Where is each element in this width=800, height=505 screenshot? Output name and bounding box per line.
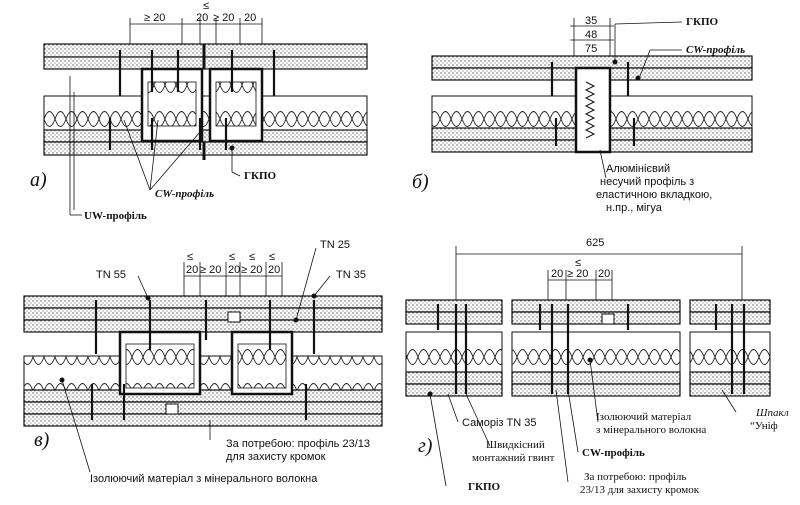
label-v-edge-0: За потребою: профіль 23/13 [226,438,370,450]
label-b-alu-0: Алюмінієвий [606,163,670,175]
label-g-edge-0: За потребою: профіль [584,471,686,483]
label-g-insul-0: Ізолюючий матеріал [596,411,692,423]
label-v-insul: Ізолюючий матеріал з мінерального волокн… [90,473,318,485]
panel-b-letter: б) [412,171,429,193]
dim-v-ge20-b: ≥ 20 [241,264,262,276]
label-g-gkpo: ГКПО [468,481,501,493]
label-g-shpak-1: “Уніф [750,420,778,432]
dim-a-1: ≤ [203,0,209,12]
panel-g: 625 ≤ 20 ≥ 20 20 Саморіз TN 35 Швидкісни… [405,237,789,496]
dim-v-20-c: 20 [268,264,280,276]
dim-g-le: ≤ [575,257,581,269]
panel-v-letter: в) [34,429,50,451]
dim-v-le-2: ≤ [249,251,255,263]
dim-v-20-b: 20 [228,264,240,276]
label-g-cw: CW-профіль [582,447,645,459]
dim-b-48: 48 [585,29,597,41]
label-g-screw: Саморіз TN 35 [462,417,536,429]
label-g-insul-1: з мінерального волокна [596,424,706,436]
panel-a: ≥ 20 ≤ 20 ≥ 20 20 ГКПО CW-профіль UW-про… [30,0,368,222]
dim-b-75: 75 [585,43,597,55]
label-v-tn55: TN 55 [96,269,126,281]
panel-g-sections [405,299,771,397]
label-v-tn35: TN 35 [336,269,366,281]
dim-b-35: 35 [585,15,597,27]
label-v-edge-1: для захисту кромок [226,451,326,463]
dim-g-ge20: ≥ 20 [567,268,588,280]
label-a-cw: CW-профіль [155,188,214,200]
label-b-alu-2: еластичною вкладкою, [596,189,712,201]
dim-a-4: 20 [244,12,256,24]
dim-g-625: 625 [586,237,604,249]
panel-v: ≤ ≤ ≤ ≤ 20 ≥ 20 20 ≥ 20 20 TN 25 TN 55 T… [23,239,383,485]
label-v-tn25: TN 25 [320,239,350,251]
dim-v-ge20-a: ≥ 20 [200,264,221,276]
label-b-alu-1: несучий профіль з [600,176,694,188]
label-b-alu-3: н.пр., мігуа [606,202,663,214]
dim-a-0: ≥ 20 [144,12,165,24]
label-a-uw: UW-профіль [84,210,147,222]
panel-b: 35 48 75 ГКПО CW-профіль Алюмінієвий нес… [412,15,753,214]
label-b-gkpo: ГКПО [686,16,719,28]
label-g-shpak-0: Шпакл [755,407,789,419]
panel-a-letter: а) [30,169,47,191]
label-b-cw: CW-профіль [686,44,745,56]
dim-v-le-0: ≤ [187,251,193,263]
dim-a-2: 20 [196,12,208,24]
board-bottom-inner [43,129,368,143]
label-a-gkpo: ГКПО [244,170,277,182]
label-g-fast-0: Швидкісний [486,439,545,451]
panel-g-letter: г) [418,435,433,457]
label-g-edge-1: 23/13 для захисту кромок [580,484,700,496]
dim-g-20-a: 20 [551,268,563,280]
dim-g-20-b: 20 [598,268,610,280]
dim-v-20-a: 20 [186,264,198,276]
insulation-layer [43,95,368,131]
label-g-fast-1: монтажний гвинт [472,452,555,464]
dim-v-le-3: ≤ [269,251,275,263]
dim-a-3: ≥ 20 [213,12,234,24]
dim-v-le-1: ≤ [229,251,235,263]
